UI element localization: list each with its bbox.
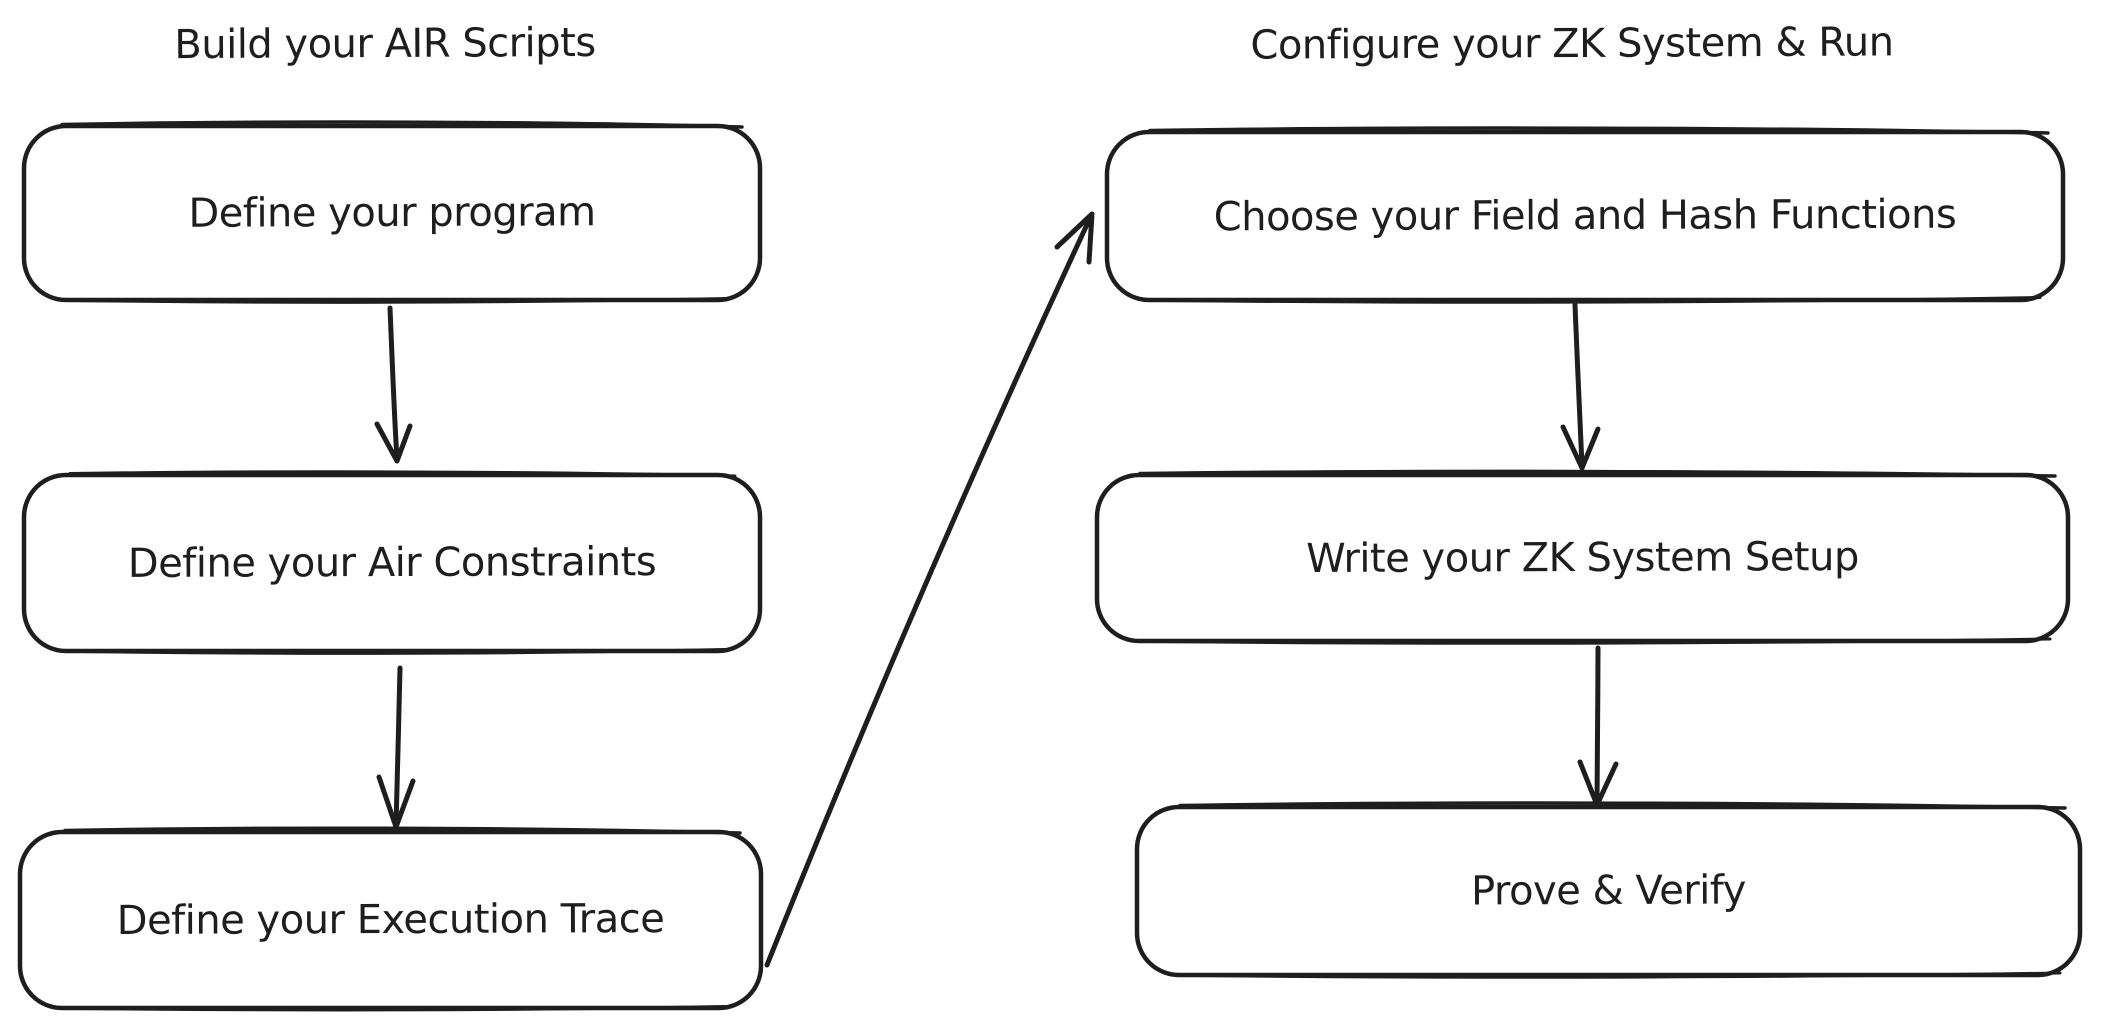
right-column-title: Configure your ZK System & Run [1250,19,1894,69]
node-label-define-air-constraints: Define your Air Constraints [127,539,657,587]
node-label-define-program: Define your program [188,189,596,237]
node-label-zk-system-setup: Write your ZK System Setup [1306,534,1859,582]
node-label-prove-verify: Prove & Verify [1470,867,1747,915]
arrow-constraints-to-trace [376,665,416,830]
arrow-setup-to-prove-verify [1577,645,1619,808]
node-label-choose-field-hash: Choose your Field and Hash Functions [1213,191,1957,241]
node-label-define-execution-trace: Define your Execution Trace [116,896,665,944]
left-column-title: Build your AIR Scripts [174,19,596,69]
arrow-trace-to-choose-field [764,211,1095,968]
arrow-choose-field-to-setup [1560,302,1601,471]
arrow-program-to-constraints [374,305,413,464]
